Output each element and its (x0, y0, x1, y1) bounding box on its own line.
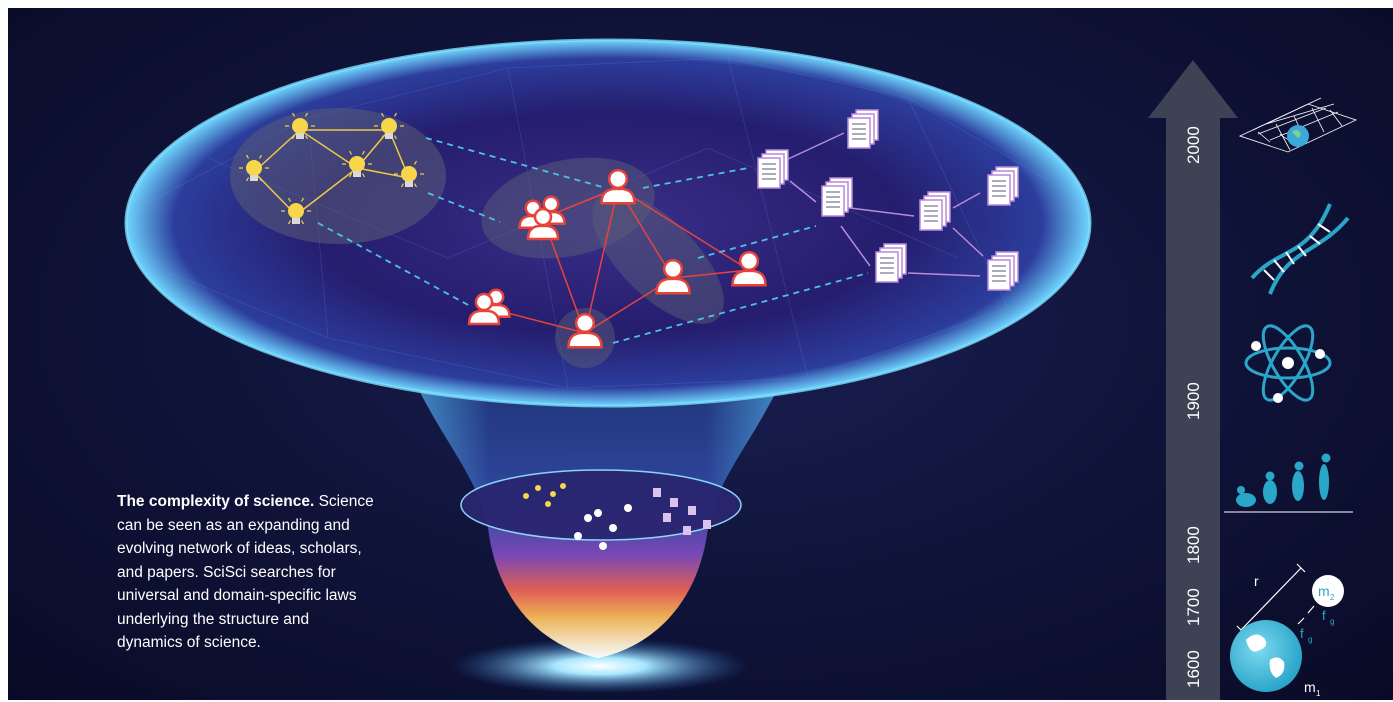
m1-subscript: 1 (1316, 689, 1321, 698)
paper-links (785, 132, 984, 277)
spacetime-curvature-icon (1238, 97, 1358, 153)
caption-body: Science can be seen as an expanding and … (117, 493, 374, 651)
scholar-nodes (467, 168, 767, 349)
fg-label-bottom: f (1300, 626, 1304, 641)
dashed-links (317, 137, 869, 344)
early-science-disc (460, 469, 742, 541)
early-network (523, 483, 711, 550)
base-glow (450, 638, 750, 694)
year-2000: 2000 (1184, 126, 1203, 164)
fg-subscript-bottom: g (1308, 635, 1312, 644)
fg-label-top: f (1322, 608, 1326, 623)
year-1700: 1700 (1184, 588, 1203, 626)
paper-stack-icon (987, 166, 1019, 206)
scholar-icon (655, 258, 691, 295)
m1-label: m (1304, 679, 1316, 695)
lightbulb-icon (285, 112, 315, 140)
scholar-icon (731, 250, 767, 287)
lightbulb-icon (374, 112, 404, 140)
figure-caption: The complexity of science. Science can b… (117, 490, 377, 655)
caption-title: The complexity of science. (117, 493, 315, 510)
fg-subscript-top: g (1330, 617, 1334, 626)
scholar-icon (567, 312, 603, 349)
funnel-diagram: 2000 1900 1800 1700 1600 (124, 38, 1358, 700)
lightbulb-icon (394, 160, 424, 188)
earth-icon (1230, 620, 1302, 692)
lightbulb-icon (239, 154, 269, 182)
distance-line (1240, 567, 1302, 631)
paper-stack-icon (757, 149, 789, 189)
paper-nodes (757, 109, 1019, 291)
paper-stack-icon (847, 109, 879, 149)
collaboration-cluster (592, 192, 724, 324)
year-1900: 1900 (1184, 382, 1203, 420)
disc-rim (124, 38, 1092, 408)
timeline-arrow (1148, 60, 1238, 700)
science-network-illustration: 2000 1900 1800 1700 1600 (8, 8, 1393, 700)
paper-stack-icon (821, 177, 853, 217)
lightbulb-icon (281, 197, 311, 225)
scholar-group-icon (518, 195, 566, 241)
paper-stack-icon (875, 243, 907, 283)
r-label: r (1254, 573, 1259, 589)
paper-stack-icon (987, 251, 1019, 291)
dna-helix-icon (1250, 203, 1350, 295)
lightbulb-icon (342, 150, 372, 178)
idea-nodes (239, 112, 424, 225)
year-1800: 1800 (1184, 526, 1203, 564)
human-evolution-icon (1224, 453, 1353, 513)
atom-icon (1244, 324, 1332, 403)
paper-stack-icon (919, 191, 951, 231)
mass-two (1312, 575, 1344, 607)
gravity-law-icon: r m 2 f g f g m 1 (1230, 563, 1344, 698)
timeline-years: 2000 1900 1800 1700 1600 (1184, 126, 1203, 688)
year-1600: 1600 (1184, 650, 1203, 688)
scholar-group-icon (467, 288, 511, 326)
scholar-icon (600, 168, 636, 205)
m2-label: m (1318, 583, 1330, 599)
idea-cluster (230, 108, 446, 244)
m2-subscript: 2 (1330, 593, 1335, 602)
